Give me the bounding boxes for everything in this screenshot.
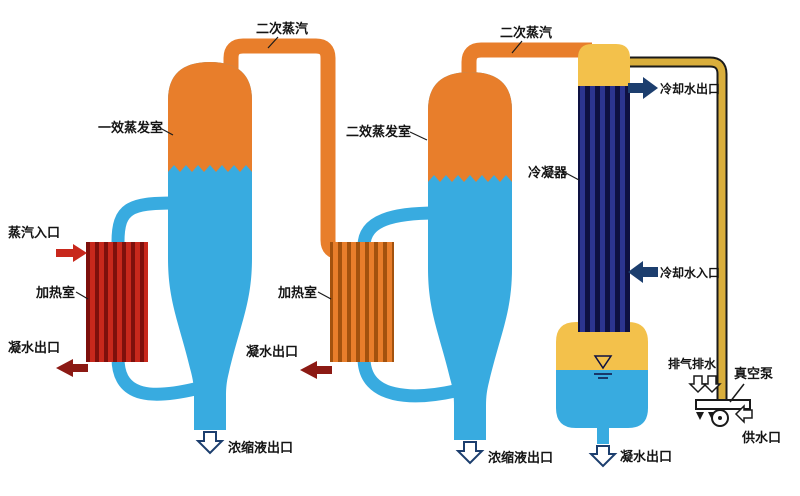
- leader-effect1: [159, 127, 174, 136]
- condenser-top-cap: [578, 44, 630, 88]
- condenser-tube-bundle: [578, 86, 630, 332]
- effect1-circulation-pipe-bottom: [111, 351, 202, 401]
- effect1-circulation-pipe-top: [111, 196, 181, 249]
- label-receiver-condensate-outlet: 凝水出口: [620, 449, 672, 465]
- effect2-heating-chamber: [330, 242, 394, 362]
- label-water-supply-port: 供水口: [741, 430, 781, 446]
- label-effect1-evaporator: 一效蒸发室: [98, 120, 163, 136]
- effect1-vapor-dome: [168, 62, 252, 172]
- label-vacuum-pump: 真空泵: [734, 366, 773, 382]
- effect2-circulation-pipe-bottom: [357, 351, 462, 403]
- label-secondary-steam-1: 二次蒸汽: [256, 21, 308, 37]
- leader-effect2: [409, 131, 428, 141]
- vacuum-line: [630, 58, 726, 400]
- leader-heater1: [75, 291, 89, 300]
- concentrate-outlet-arrow-1: [195, 431, 225, 455]
- exhaust-arrow-2: [702, 375, 722, 394]
- concentrate-outlet-arrow-2: [455, 441, 485, 465]
- effect2-vapor-dome: [428, 72, 512, 182]
- label-steam-inlet: 蒸汽入口: [8, 225, 60, 241]
- effect2-circulation-pipe-top: [357, 206, 443, 253]
- steam-inlet-arrow: [56, 244, 87, 262]
- label-concentrate-outlet-2: 浓缩液出口: [488, 450, 553, 466]
- cooling-water-outlet-arrow: [628, 77, 658, 99]
- label-condenser: 冷凝器: [528, 165, 568, 181]
- label-condensate-outlet-1: 凝水出口: [8, 340, 60, 356]
- leader-heater2: [317, 291, 332, 300]
- pump-pipe: [695, 399, 751, 410]
- leader-secondary-steam-2: [511, 40, 523, 54]
- vacuum-pump-shaft: [718, 416, 722, 420]
- label-effect2-evaporator: 二效蒸发室: [346, 124, 411, 140]
- receiver-liquid: [556, 370, 648, 428]
- cooling-water-inlet-arrow: [628, 261, 658, 283]
- vacuum-pump-pointer: [729, 383, 745, 403]
- label-condensate-outlet-2: 凝水出口: [246, 344, 298, 360]
- leader-secondary-steam-1: [267, 36, 279, 49]
- condensate-outlet-arrow-1: [56, 359, 88, 377]
- leader-condenser: [563, 171, 580, 181]
- secondary-steam-pipe-2: [461, 42, 592, 82]
- label-heater-1: 加热室: [35, 285, 75, 301]
- condensate-outlet-arrow-2: [300, 361, 332, 379]
- drain-arrow-1: [696, 412, 704, 420]
- label-secondary-steam-2: 二次蒸汽: [500, 25, 552, 41]
- water-supply-arrow: [734, 404, 753, 424]
- receiver-vapor-space: [556, 322, 648, 370]
- label-heater-2: 加热室: [277, 285, 317, 301]
- label-concentrate-outlet-1: 浓缩液出口: [228, 440, 293, 456]
- label-cooling-water-inlet: 冷却水入口: [660, 265, 720, 280]
- liquid-level-symbol: [593, 355, 613, 370]
- label-exhaust-and-drain: 排气排水: [668, 356, 717, 371]
- exhaust-arrow-1: [688, 375, 708, 394]
- effect1-heating-chamber: [86, 242, 148, 362]
- label-cooling-water-outlet: 冷却水出口: [660, 81, 720, 96]
- receiver-outlet-arrow: [588, 445, 618, 468]
- receiver-outlet-neck: [597, 428, 609, 444]
